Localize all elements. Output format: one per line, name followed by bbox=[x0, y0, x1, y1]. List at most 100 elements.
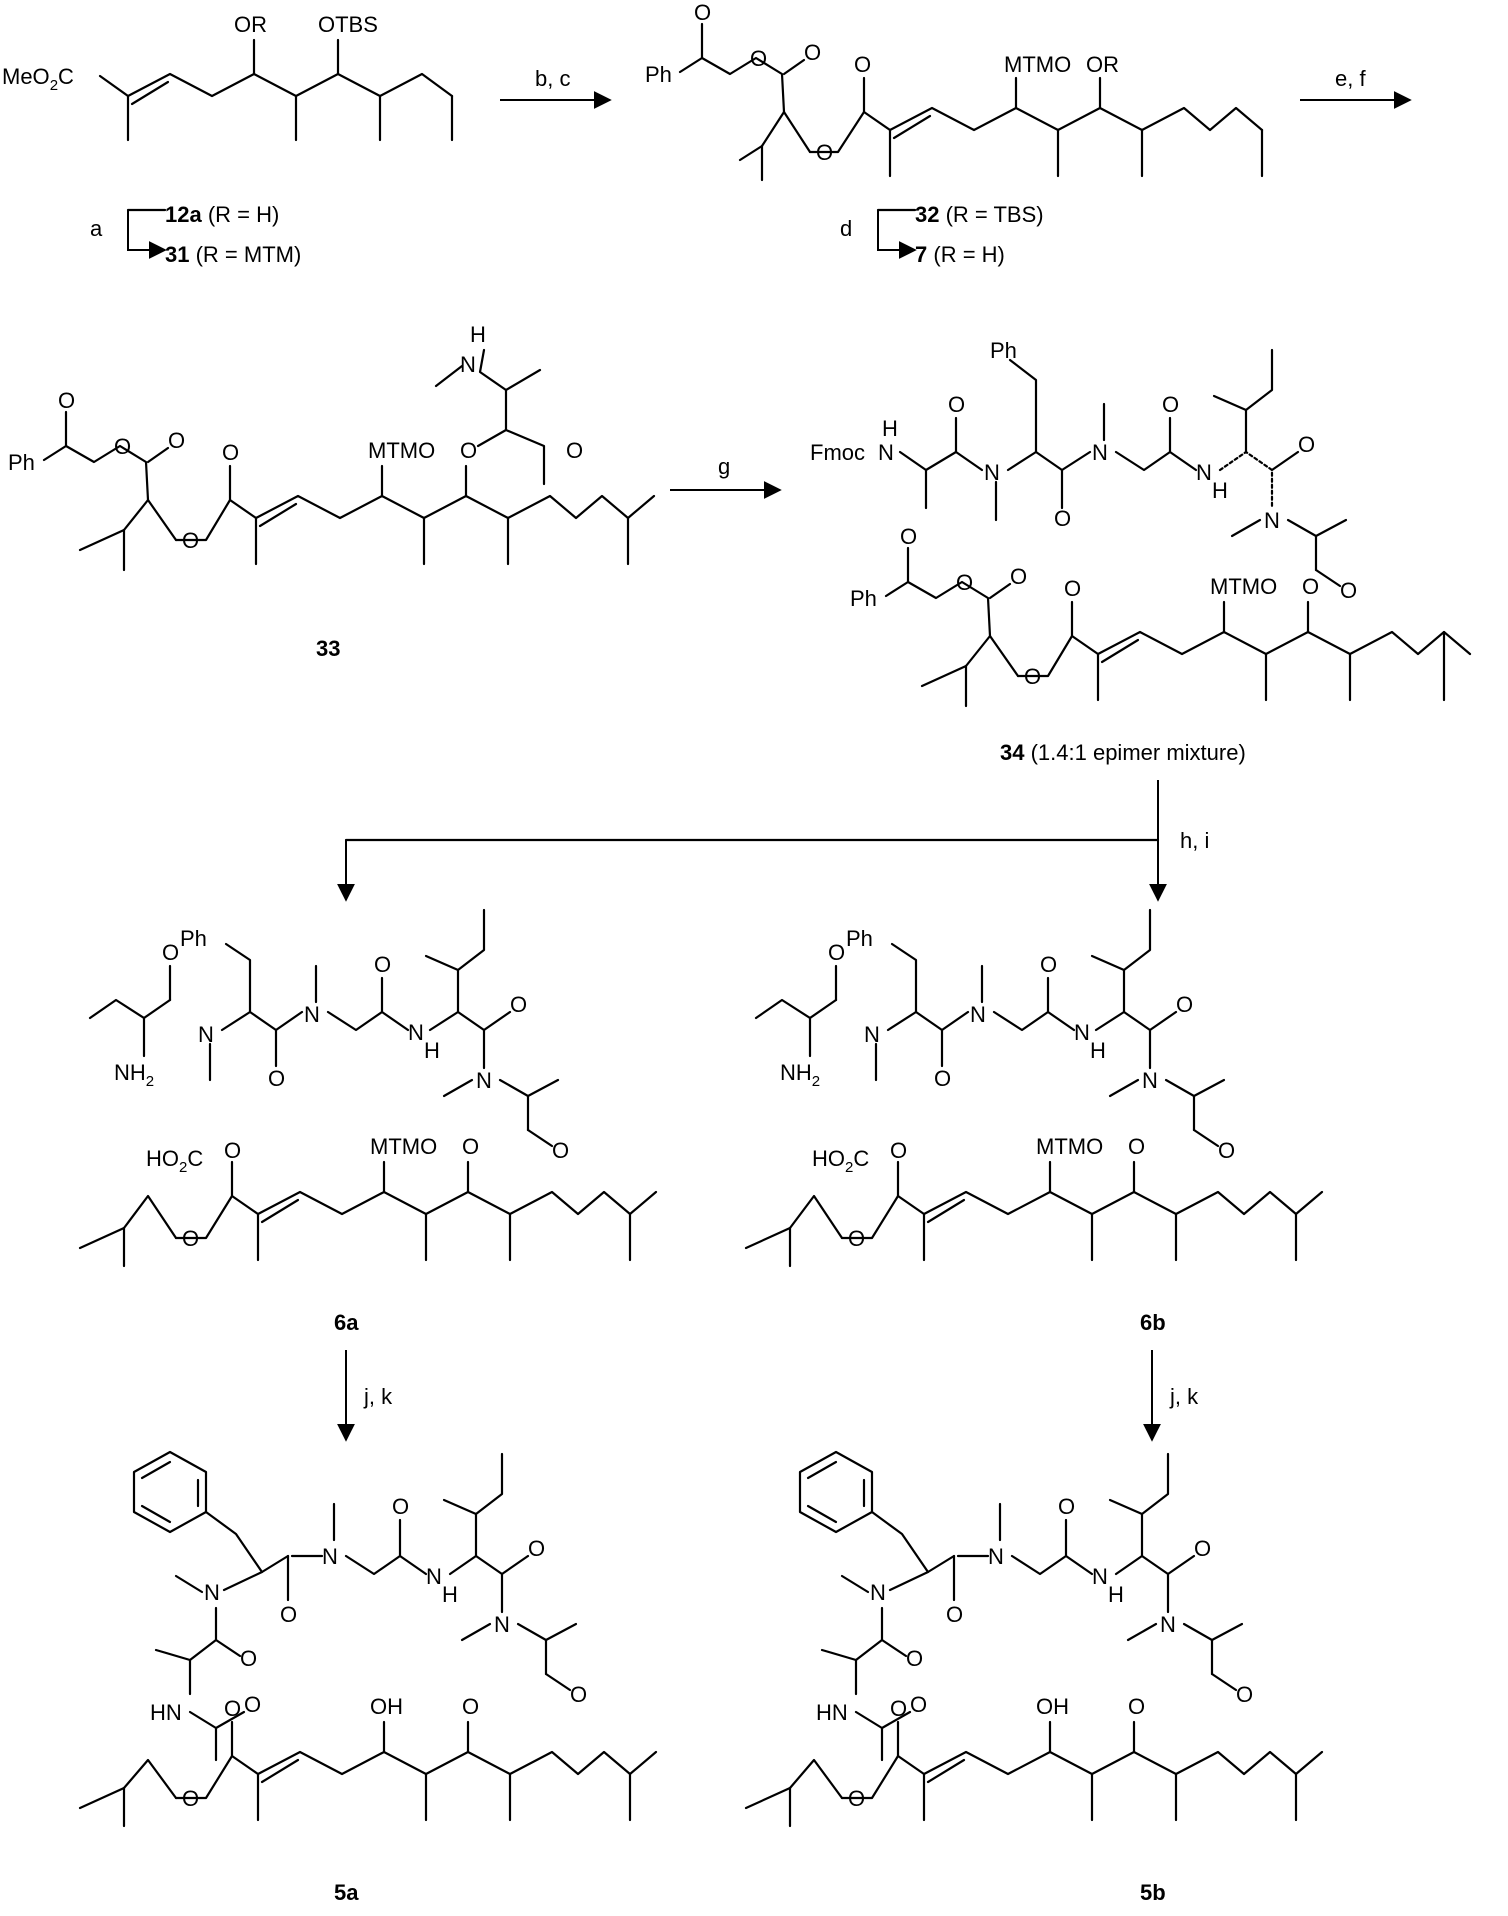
atom-o-34i: O bbox=[1010, 564, 1027, 589]
atom-o-6a-a: O bbox=[162, 940, 179, 965]
atom-o-34f: O bbox=[1340, 578, 1357, 603]
atom-n-5a-d: N bbox=[494, 1612, 510, 1637]
atom-o-33f: O bbox=[460, 438, 477, 463]
atom-o-34g: O bbox=[900, 524, 917, 549]
atom-n-34d: N bbox=[1196, 460, 1212, 485]
atom-n-34c: N bbox=[1092, 440, 1108, 465]
atom-o-5b-i: O bbox=[1128, 1694, 1145, 1719]
atom-h-5a: H bbox=[442, 1582, 458, 1607]
label-7: 7 (R = H) bbox=[915, 242, 1005, 267]
atom-o-33g: O bbox=[566, 438, 583, 463]
atom-o-6b-e: O bbox=[1218, 1138, 1235, 1163]
phenyl-ring-5b bbox=[798, 1450, 874, 1534]
atom-o-6b-c: O bbox=[1040, 952, 1057, 977]
atom-ho2c-6a: HO2C bbox=[146, 1146, 203, 1176]
atom-o-34e: O bbox=[1298, 432, 1315, 457]
atom-ph-34b: Ph bbox=[850, 586, 877, 611]
atom-o-6a-h: O bbox=[462, 1134, 479, 1159]
atom-n-5b-d: N bbox=[1160, 1612, 1176, 1637]
atom-o-5b-g: O bbox=[890, 1696, 907, 1721]
atom-o-5b-e: O bbox=[1194, 1536, 1211, 1561]
atom-hn-5a: HN bbox=[150, 1700, 182, 1725]
atom-mtmo-6a: MTMO bbox=[370, 1134, 437, 1159]
atom-n-5a-a: N bbox=[204, 1580, 220, 1605]
compound-32-structure: Ph O O O O O MTMO OR bbox=[645, 0, 1264, 182]
compound-12a-structure: MeO2C OR OTBS bbox=[2, 12, 454, 142]
atom-o-6a-g: O bbox=[182, 1226, 199, 1251]
reagent-bc: b, c bbox=[535, 66, 570, 91]
atom-o-33c: O bbox=[168, 428, 185, 453]
atom-o-5b-c: O bbox=[910, 1692, 927, 1717]
atom-o-5b-a: O bbox=[946, 1602, 963, 1627]
atom-o-33b: O bbox=[114, 434, 131, 459]
atom-h-33: H bbox=[470, 322, 486, 347]
compound-5a-structure: O N O HN O N O N H O N O O O bbox=[78, 1450, 658, 1828]
label-6b: 6b bbox=[1140, 1310, 1166, 1335]
atom-hn-5b: HN bbox=[816, 1700, 848, 1725]
atom-n-6a-a: N bbox=[198, 1022, 214, 1047]
compound-33-structure: Ph O O O O O MTMO O H N O bbox=[8, 322, 656, 572]
atom-or: OR bbox=[234, 12, 267, 37]
atom-o-6a-b: O bbox=[268, 1066, 285, 1091]
atom-fmoc: Fmoc bbox=[810, 440, 865, 465]
atom-o-6b-a: O bbox=[828, 940, 845, 965]
atom-mtmo-33: MTMO bbox=[368, 438, 435, 463]
atom-o-6b-d: O bbox=[1176, 992, 1193, 1017]
reagent-g: g bbox=[718, 454, 730, 479]
atom-o-5a-f: O bbox=[570, 1682, 587, 1707]
atom-mtmo-6b: MTMO bbox=[1036, 1134, 1103, 1159]
atom-n-5b-a: N bbox=[870, 1580, 886, 1605]
atom-o-5a-e: O bbox=[528, 1536, 545, 1561]
atom-ho2c-6b: HO2C bbox=[812, 1146, 869, 1176]
atom-o-6a-f: O bbox=[224, 1138, 241, 1163]
atom-n-6b-d: N bbox=[1142, 1068, 1158, 1093]
atom-o-6b-b: O bbox=[934, 1066, 951, 1091]
atom-o-5b-d: O bbox=[1058, 1494, 1075, 1519]
atom-n-6a-b: N bbox=[304, 1002, 320, 1027]
atom-oh-5a: OH bbox=[370, 1694, 403, 1719]
atom-o-34a: O bbox=[948, 392, 965, 417]
atom-nh2-6a: NH2 bbox=[114, 1060, 154, 1090]
atom-o-5a-d: O bbox=[392, 1494, 409, 1519]
label-34: 34 (1.4:1 epimer mixture) bbox=[1000, 740, 1246, 765]
atom-meo2c: MeO2C bbox=[2, 64, 74, 94]
atom-otbs: OTBS bbox=[318, 12, 378, 37]
atom-n-5b-b: N bbox=[988, 1544, 1004, 1569]
atom-n-6b-c: N bbox=[1074, 1020, 1090, 1045]
atom-n-5b-c: N bbox=[1092, 1564, 1108, 1589]
atom-o-33e: O bbox=[182, 528, 199, 553]
atom-o-34b: O bbox=[1054, 506, 1071, 531]
label-33: 33 bbox=[316, 636, 340, 661]
atom-o-34k: O bbox=[1024, 664, 1041, 689]
atom-mtmo-32: MTMO bbox=[1004, 52, 1071, 77]
atom-ph-33: Ph bbox=[8, 450, 35, 475]
arrow-a bbox=[127, 210, 167, 259]
atom-h-34a: H bbox=[882, 416, 898, 441]
atom-o-5a-h: O bbox=[182, 1786, 199, 1811]
atom-nh2-6b: NH2 bbox=[780, 1060, 820, 1090]
atom-oh-5b: OH bbox=[1036, 1694, 1069, 1719]
label-5a: 5a bbox=[334, 1880, 359, 1905]
atom-h-6a: H bbox=[424, 1038, 440, 1063]
atom-ph-6b: Ph bbox=[846, 926, 873, 951]
label-5b: 5b bbox=[1140, 1880, 1166, 1905]
label-6a: 6a bbox=[334, 1310, 359, 1335]
atom-n-6b-a: N bbox=[864, 1022, 880, 1047]
atom-o-32e: O bbox=[816, 140, 833, 165]
arrow-d bbox=[877, 210, 917, 259]
reagent-d: d bbox=[840, 216, 852, 241]
atom-n-34a: N bbox=[878, 440, 894, 465]
label-31: 31 (R = MTM) bbox=[165, 242, 301, 267]
atom-o-6a-e: O bbox=[552, 1138, 569, 1163]
atom-o-6a-c: O bbox=[374, 952, 391, 977]
compound-5b-structure: O N O HN O N O N H O N O O O bbox=[744, 1450, 1324, 1828]
atom-o-5b-h: O bbox=[848, 1786, 865, 1811]
compound-6a-structure: Ph NH2 O N O N O N H O N O HO2C O O bbox=[78, 908, 658, 1268]
atom-o-6b-f: O bbox=[890, 1138, 907, 1163]
atom-n-33: N bbox=[460, 352, 476, 377]
atom-n-6b-b: N bbox=[970, 1002, 986, 1027]
atom-o-33d: O bbox=[222, 440, 239, 465]
atom-o-6b-g: O bbox=[848, 1226, 865, 1251]
atom-ph-6a: Ph bbox=[180, 926, 207, 951]
